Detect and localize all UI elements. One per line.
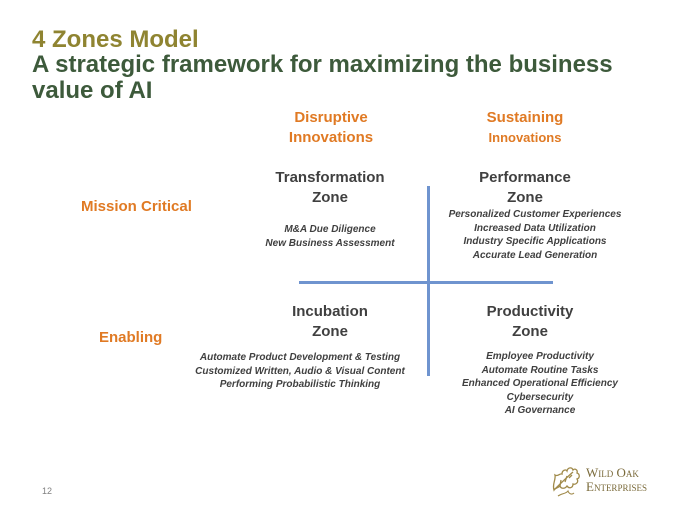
zone-title-line: Zone — [507, 189, 543, 206]
list-item: Performing Probabilistic Thinking — [219, 379, 381, 390]
zone-items-incubation: Automate Product Development & Testing C… — [180, 351, 420, 392]
column-header-disruptive: Disruptive Innovations — [266, 108, 396, 148]
column-header-sustaining: Sustaining Innovations — [460, 108, 590, 148]
zone-title-line: Performance — [479, 169, 571, 186]
zone-title-line: Zone — [312, 189, 348, 206]
column-header-line: Sustaining — [486, 109, 564, 126]
list-item: Increased Data Utilization — [474, 222, 596, 234]
logo-wordmark: Wild Oak Enterprises — [586, 466, 647, 494]
list-item: New Business Assessment — [265, 237, 395, 249]
logo-line: Wild Oak — [586, 465, 639, 480]
zone-title-line: Incubation — [292, 303, 368, 320]
list-item: Automate Routine Tasks — [481, 364, 599, 376]
list-item: AI Governance — [504, 405, 576, 416]
zone-items-transformation: M&A Due Diligence New Business Assessmen… — [240, 223, 420, 250]
zone-title-line: Transformation — [275, 169, 385, 186]
list-item: Automate Product Development & Testing — [199, 352, 401, 363]
logo-line: Enterprises — [586, 479, 647, 494]
oak-leaf-icon — [552, 467, 580, 497]
list-item: Employee Productivity — [486, 351, 594, 362]
zone-title-line: Productivity — [486, 303, 574, 320]
slide-title: 4 Zones Model — [32, 26, 199, 53]
list-item: Accurate Lead Generation — [472, 249, 598, 261]
zone-title-line: Zone — [312, 323, 348, 340]
company-logo: Wild Oak Enterprises — [548, 460, 668, 500]
column-header-line: Innovations — [488, 130, 562, 145]
column-header-line: Disruptive — [294, 109, 368, 126]
horizontal-axis-line — [299, 281, 553, 284]
list-item: Industry Specific Applications — [463, 236, 607, 247]
list-item: Enhanced Operational Efficiency — [462, 378, 618, 389]
zone-title-productivity: Productivity Zone — [455, 302, 605, 342]
zone-title-line: Zone — [512, 323, 548, 340]
list-item: Customized Written, Audio & Visual Conte… — [195, 365, 405, 377]
zone-title-performance: Performance Zone — [450, 168, 600, 208]
zone-title-incubation: Incubation Zone — [255, 302, 405, 342]
column-header-line: Innovations — [288, 129, 374, 146]
list-item: Personalized Customer Experiences — [448, 209, 622, 220]
page-number: 12 — [42, 486, 53, 496]
list-item: M&A Due Diligence — [284, 224, 376, 235]
row-label-enabling: Enabling — [99, 329, 163, 346]
list-item: Cybersecurity — [506, 391, 574, 403]
slide-subtitle: A strategic framework for maximizing the… — [32, 51, 613, 104]
zone-items-performance: Personalized Customer Experiences Increa… — [425, 208, 645, 262]
row-label-mission-critical: Mission Critical — [81, 198, 192, 215]
zone-items-productivity: Employee Productivity Automate Routine T… — [430, 350, 650, 418]
zone-title-transformation: Transformation Zone — [255, 168, 405, 208]
